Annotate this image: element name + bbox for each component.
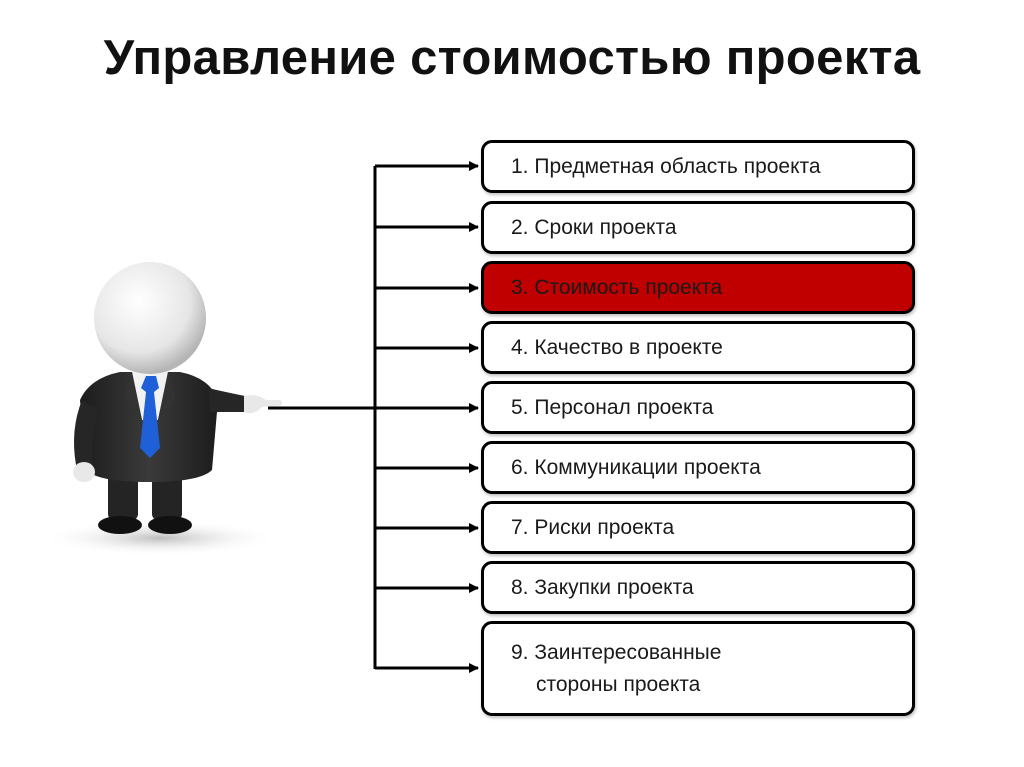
- left-shoe: [98, 516, 142, 534]
- left-hand: [73, 462, 95, 482]
- item-label-8: 8. Закупки проекта: [511, 575, 694, 599]
- item-label-3: 3. Стоимость проекта: [511, 275, 723, 299]
- left-arm: [74, 400, 98, 465]
- pointing-hand: [244, 395, 282, 414]
- head: [94, 262, 206, 374]
- item-box-3-highlighted: 3. Стоимость проекта: [481, 261, 915, 314]
- item-box-7: 7. Риски проекта: [481, 501, 915, 554]
- item-box-4: 4. Качество в проекте: [481, 321, 915, 374]
- item-box-8: 8. Закупки проекта: [481, 561, 915, 614]
- item-label-1: 1. Предметная область проекта: [511, 154, 821, 178]
- businessman-figure-illustration: [42, 262, 282, 556]
- item-label-7: 7. Риски проекта: [511, 515, 675, 539]
- item-label-6: 6. Коммуникации проекта: [511, 455, 761, 479]
- tie-icon: [140, 376, 160, 458]
- item-label-2: 2. Сроки проекта: [511, 215, 677, 239]
- right-shoe: [148, 516, 192, 534]
- item-label-5: 5. Персонал проекта: [511, 395, 714, 419]
- item-box-1: 1. Предметная область проекта: [481, 140, 915, 193]
- slide-title: Управление стоимостью проекта: [103, 31, 921, 85]
- item-label-9-line1: 9. Заинтересованные: [511, 641, 722, 664]
- item-box-9: 9. Заинтересованные стороны проекта: [481, 621, 915, 716]
- left-lapel: [124, 372, 142, 420]
- item-box-6: 6. Коммуникации проекта: [481, 441, 915, 494]
- item-label-9: 9. Заинтересованные стороны проекта: [511, 637, 721, 701]
- item-label-9-line2: стороны проекта: [536, 673, 701, 696]
- item-box-5: 5. Персонал проекта: [481, 381, 915, 434]
- item-box-2: 2. Сроки проекта: [481, 201, 915, 254]
- right-lapel: [158, 372, 176, 420]
- item-label-4: 4. Качество в проекте: [511, 335, 723, 359]
- right-arm: [208, 388, 246, 412]
